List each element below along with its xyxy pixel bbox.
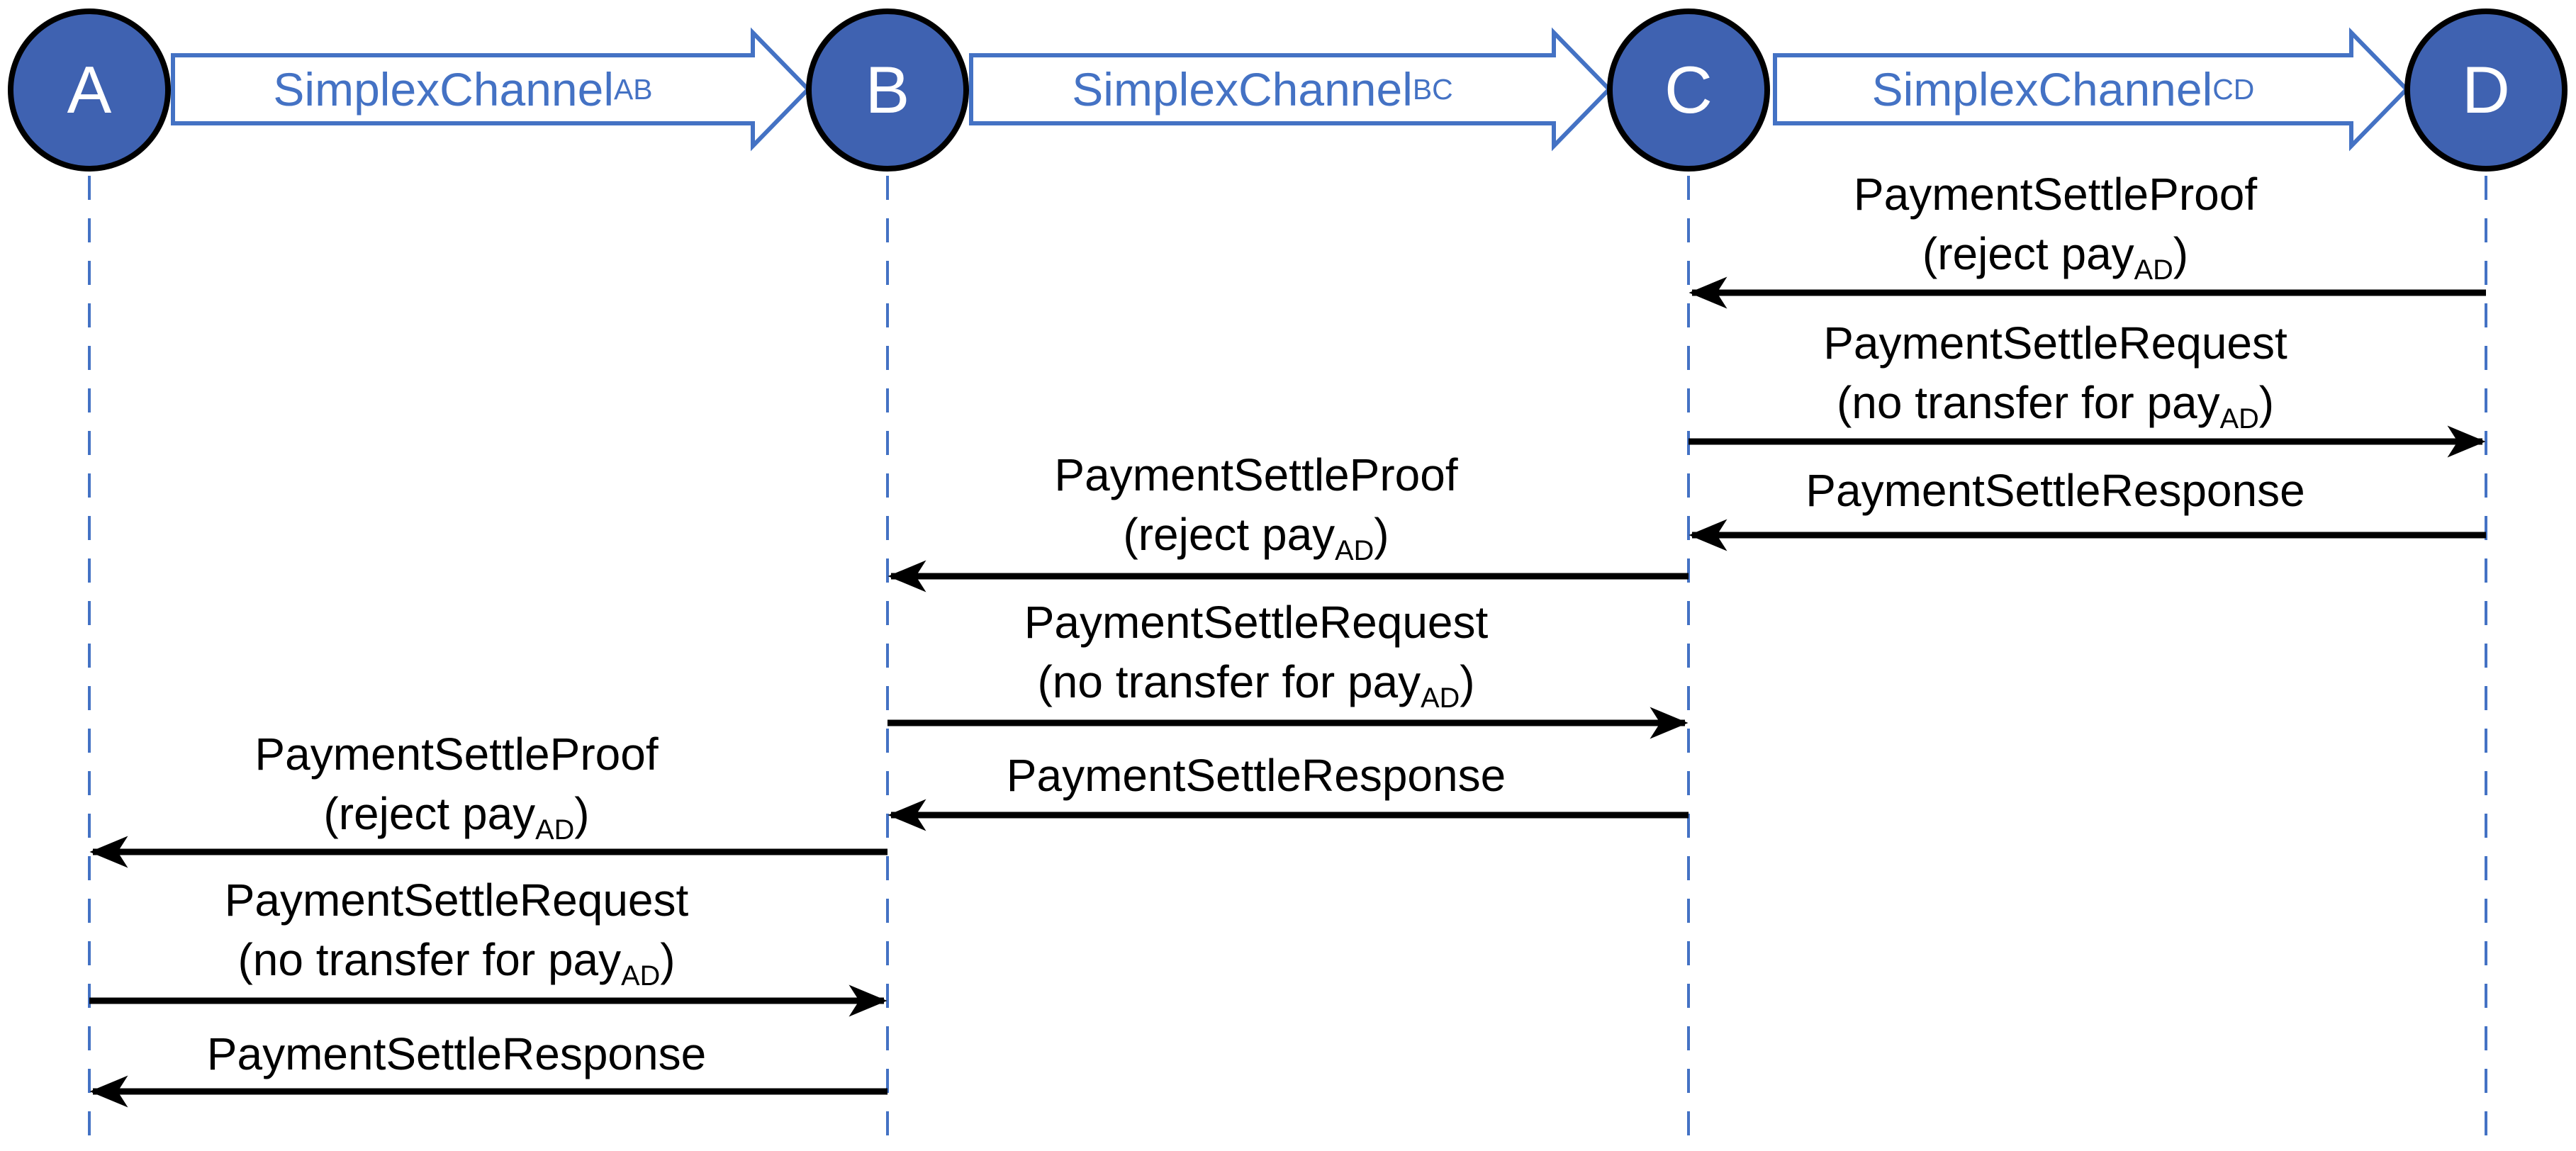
message-detail: (no transfer for payAD)	[1689, 373, 2422, 434]
message-detail: (no transfer for payAD)	[887, 652, 1625, 712]
node-C: C	[1607, 9, 1770, 172]
channel-arrow-AB	[171, 27, 812, 152]
message-label: PaymentSettleRequest(no transfer for pay…	[887, 593, 1625, 712]
channel-name: SimplexChannel	[1072, 63, 1413, 116]
message-detail-text: )	[574, 788, 590, 839]
message-name: PaymentSettleResponse	[1805, 465, 2305, 516]
message-detail-text: )	[1374, 509, 1389, 560]
message-detail-subscript: AD	[1335, 534, 1374, 566]
channel-arrow-BC	[969, 27, 1613, 152]
message-detail-subscript: AD	[2219, 403, 2259, 434]
message-detail-text: )	[2173, 228, 2189, 279]
message-name: PaymentSettleResponse	[206, 1028, 707, 1079]
message-label: PaymentSettleResponse	[1689, 461, 2422, 520]
message-detail: (no transfer for payAD)	[89, 930, 824, 992]
node-letter: A	[67, 52, 112, 127]
message-detail-text: (no transfer for pay	[237, 934, 622, 985]
message-detail-subscript: AD	[621, 960, 661, 992]
message-label: PaymentSettleResponse	[89, 1024, 824, 1084]
message-detail-subscript: AD	[2134, 254, 2173, 286]
node-letter: D	[2462, 52, 2510, 127]
message-name: PaymentSettleRequest	[1823, 318, 2287, 369]
node-D: D	[2404, 9, 2567, 172]
message-detail-subscript: AD	[535, 814, 575, 846]
message-detail-text: )	[2258, 377, 2275, 428]
message-arrows	[89, 276, 2486, 1108]
channel-name: SimplexChannel	[1871, 63, 2213, 116]
message-detail-text: (reject pay	[1922, 228, 2134, 279]
message-name: PaymentSettleRequest	[224, 875, 689, 926]
message-name: PaymentSettleRequest	[1024, 597, 1489, 648]
message-label: PaymentSettleProof(reject payAD)	[887, 445, 1625, 566]
message-detail-text: )	[1460, 656, 1475, 707]
message-detail: (reject payAD)	[1689, 224, 2422, 286]
message-detail-text: )	[660, 934, 676, 985]
message-detail: (reject payAD)	[887, 505, 1625, 566]
node-A: A	[8, 9, 171, 172]
message-detail-text: (reject pay	[323, 788, 536, 839]
node-B: B	[806, 9, 969, 172]
channel-name: SimplexChannel	[273, 63, 615, 116]
message-detail-text: (reject pay	[1123, 509, 1335, 560]
lifelines	[88, 176, 2487, 1140]
message-label: PaymentSettleProof(reject payAD)	[1689, 164, 2422, 286]
message-name: PaymentSettleProof	[1853, 169, 2258, 220]
message-detail-subscript: AD	[1421, 682, 1460, 714]
message-name: PaymentSettleProof	[1054, 449, 1458, 500]
channel-arrow-CD	[1773, 27, 2410, 152]
message-label: PaymentSettleRequest(no transfer for pay…	[89, 870, 824, 992]
message-name: PaymentSettleResponse	[1006, 750, 1506, 801]
message-label: PaymentSettleRequest(no transfer for pay…	[1689, 313, 2422, 434]
message-name: PaymentSettleProof	[254, 729, 659, 780]
message-detail-text: (no transfer for pay	[1037, 656, 1421, 707]
message-label: PaymentSettleProof(reject payAD)	[89, 724, 824, 846]
message-label: PaymentSettleResponse	[887, 746, 1625, 805]
node-letter: C	[1664, 52, 1713, 127]
message-detail: (reject payAD)	[89, 784, 824, 846]
channel-block-arrows	[171, 27, 2410, 152]
message-detail-text: (no transfer for pay	[1836, 377, 2220, 428]
node-letter: B	[865, 52, 910, 127]
